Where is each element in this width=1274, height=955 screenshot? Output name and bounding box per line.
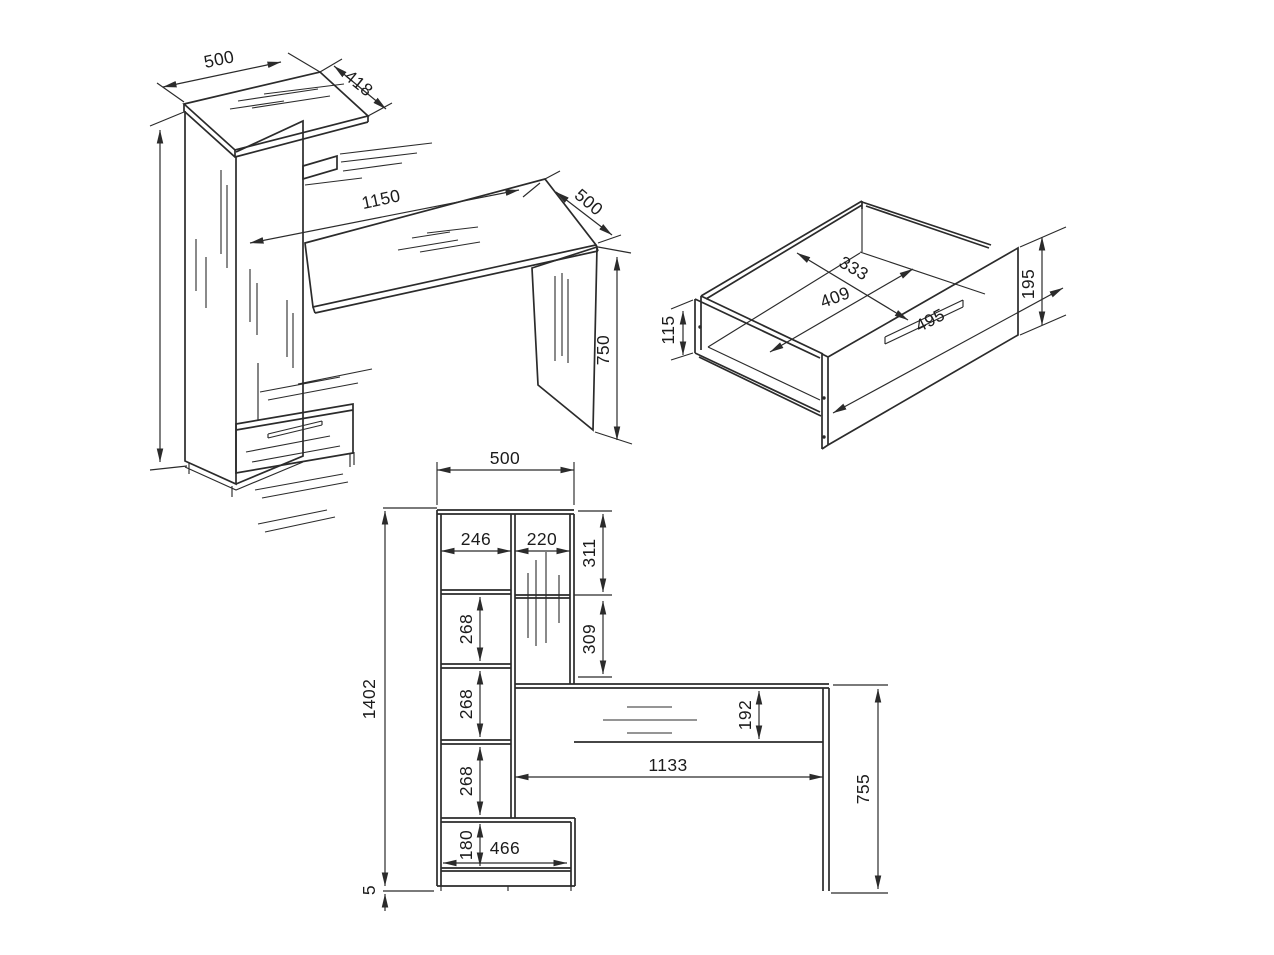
unit-decor [195,83,569,533]
desk-top [304,178,599,314]
drawer-back-wall [700,200,992,300]
dim-top-bay-height: 311 [579,538,599,567]
cabinet-right-wall [569,514,575,684]
view-drawer-isometric: 115 333 409 495 195 [658,200,1067,450]
dim-base-height: 5 [359,885,379,895]
feet [440,886,572,891]
view-front-elevation: 500 246 220 311 309 268 268 268 1402 192… [359,448,888,911]
dim-shelf-gap-2: 268 [456,689,476,719]
desk-surface [515,683,829,689]
wardrobe-column [184,111,304,486]
cabinet-top [437,509,574,515]
view-unit-isometric: 500 418 1150 500 750 [149,46,633,533]
cabinet-left-wall [436,510,442,886]
top-board [182,71,370,151]
elevation-structure [383,509,830,892]
elevation-decor [527,552,697,734]
base-drawer [235,402,354,475]
dim-shelf-gap-1: 268 [456,614,476,644]
unit-structure [182,71,599,497]
dim-front-height: 195 [1018,269,1038,299]
drawer-interior-edges [707,209,986,401]
elevation-dimensions: 500 246 220 311 309 268 268 268 1402 192… [359,448,888,911]
dim-desk-span: 1133 [648,755,687,775]
desk-leg [822,688,830,891]
bottom-drawer-box [437,817,576,887]
dim-drawer-box-height: 180 [456,830,476,860]
dim-cabinet-width: 500 [490,448,520,468]
dim-side-height: 115 [658,315,678,344]
dim-niche-height: 309 [579,624,599,654]
dim-desk-depth: 500 [571,185,607,220]
desk-side-panel [531,245,598,432]
drawer-handle [267,420,323,439]
dim-shelf-gap-3: 268 [456,766,476,796]
side-shelf [302,154,338,181]
center-divider [510,514,516,818]
dim-desk-height: 750 [593,335,613,365]
dim-desk-height-elev: 755 [853,774,873,804]
dim-right-bay-width: 220 [527,529,557,549]
dim-left-bay-width: 246 [461,529,491,549]
right-shelf [515,594,570,599]
left-shelves [441,589,511,745]
drawer-structure [694,200,1019,450]
dim-total-height: 1402 [359,679,379,720]
dim-apron-height: 192 [735,700,755,730]
dim-drawer-box-width: 466 [490,838,520,858]
dim-top-width: 500 [202,46,236,72]
drawer-side-wall [694,295,824,417]
unit-dimensions: 500 418 1150 500 750 [149,46,633,471]
dim-desk-length: 1150 [360,185,403,213]
